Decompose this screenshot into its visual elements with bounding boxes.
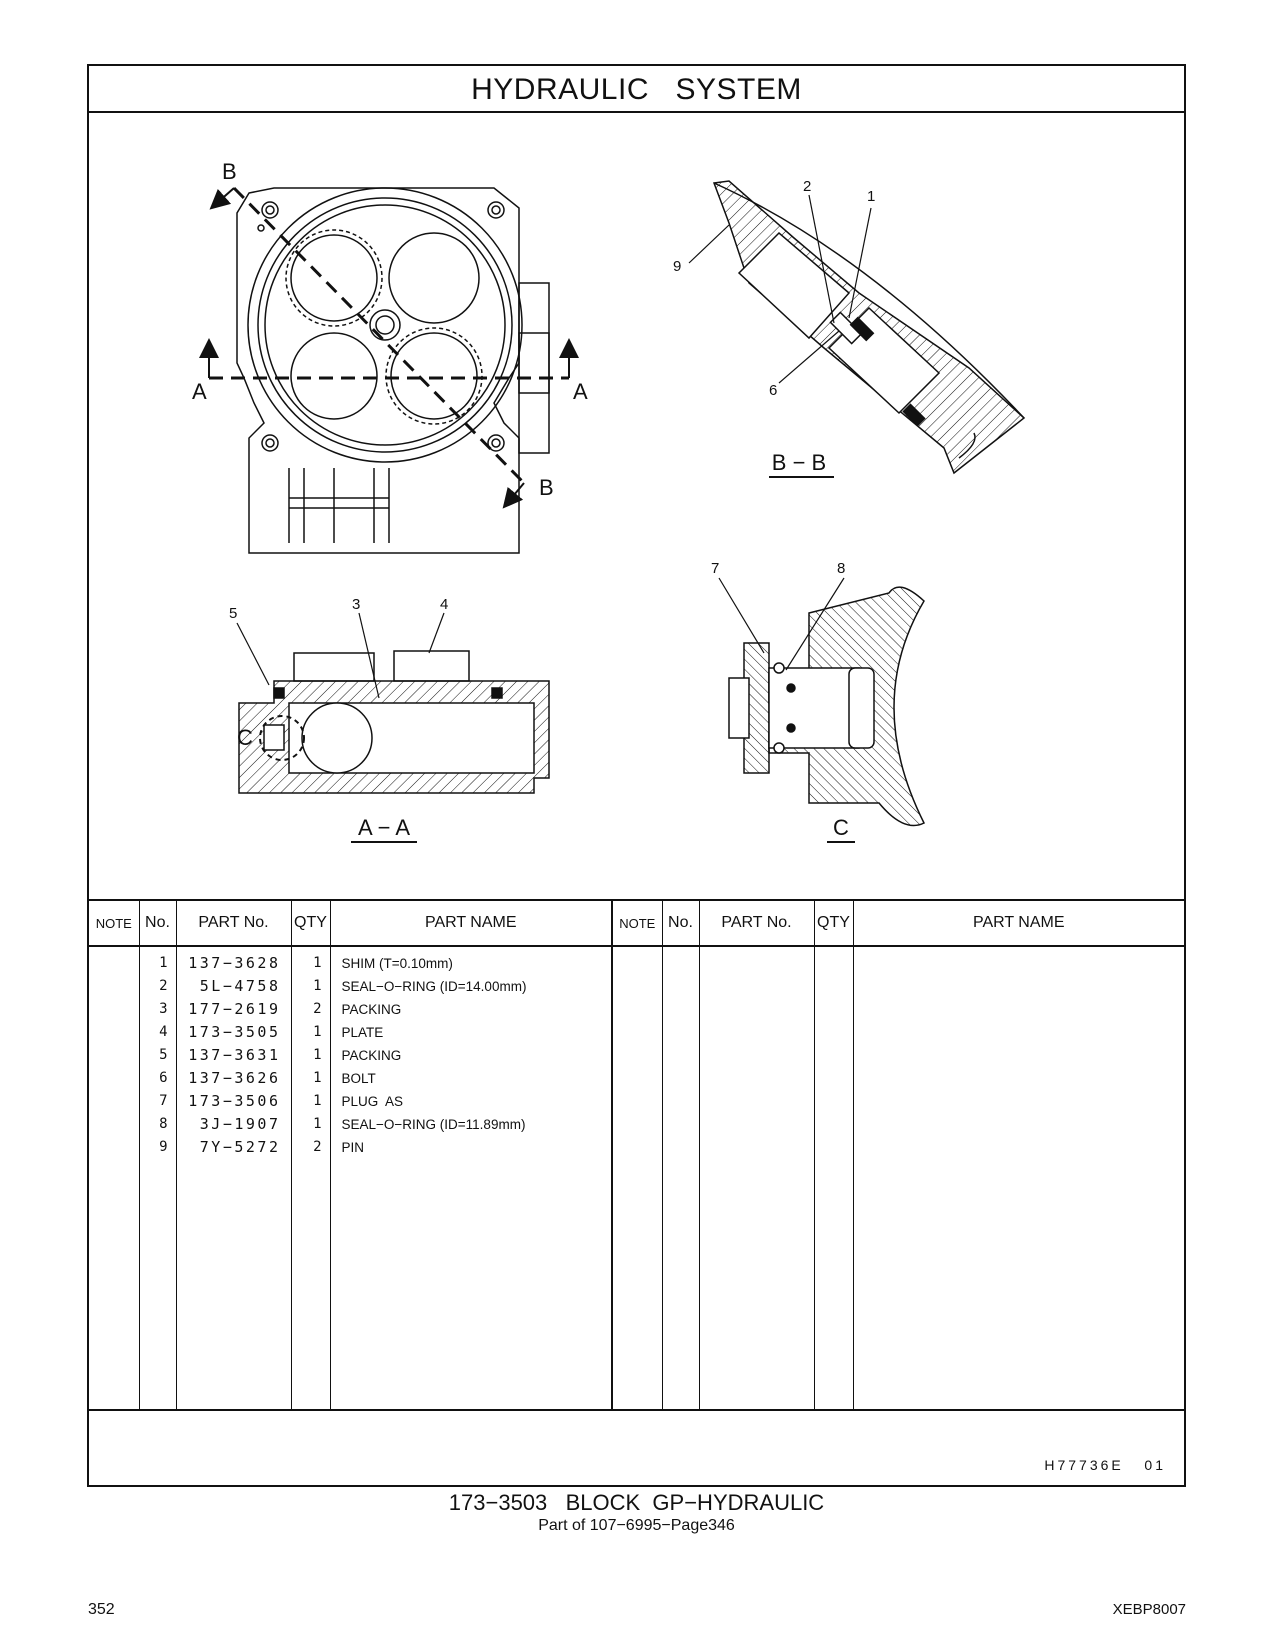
section-mark-b-bottom: B: [539, 475, 554, 500]
section-mark-c: C: [237, 725, 253, 750]
no-column: 1 2 3 4 5 6 7 8 9: [139, 946, 177, 1409]
part-name-column-2: [853, 946, 1184, 1409]
header-part-no-2: PART No.: [699, 901, 815, 947]
section-b-b-view: [688, 180, 1026, 475]
callout-9: 9: [673, 258, 681, 275]
item-no: 3: [159, 1001, 168, 1017]
page-title: HYDRAULIC SYSTEM: [89, 66, 1184, 113]
section-a-a-view: [236, 612, 550, 794]
part-number: 5L−4758: [199, 977, 281, 995]
item-no: 1: [159, 955, 168, 971]
part-name: SHIM (T=0.10mm): [341, 956, 453, 971]
item-no: 6: [159, 1070, 168, 1086]
part-name-column: SHIM (T=0.10mm) SEAL−O−RING (ID=14.00mm)…: [330, 946, 613, 1409]
qty-column: 1 1 2 1 1 1 1 1 2: [291, 946, 331, 1409]
assembly-subtitle: Part of 107−6995−Page346: [538, 1517, 735, 1534]
item-no: 5: [159, 1047, 168, 1063]
header-qty-2: QTY: [814, 901, 854, 947]
section-mark-b-top: B: [222, 159, 237, 184]
drawing-reference: H77736E 01: [1044, 1457, 1166, 1473]
callout-3: 3: [352, 596, 360, 613]
table-header: NOTE No. PART No. QTY PART NAME NOTE No.…: [89, 901, 1184, 947]
callout-5: 5: [229, 605, 237, 622]
part-name: PACKING: [341, 1002, 402, 1017]
svg-text:C: C: [833, 815, 849, 840]
part-name: PACKING: [341, 1048, 402, 1063]
note-column-2: [612, 946, 663, 1409]
block-front-view: [236, 187, 550, 554]
quantity: 1: [313, 955, 322, 971]
header-note-2: NOTE: [612, 901, 663, 947]
callout-2: 2: [803, 178, 811, 195]
quantity: 2: [313, 1139, 322, 1155]
header-note: NOTE: [89, 901, 140, 947]
header-no-2: No.: [662, 901, 700, 947]
part-number: 137−3628: [188, 954, 281, 972]
part-name: PLUG AS: [341, 1094, 404, 1109]
part-name: PIN: [341, 1140, 365, 1155]
quantity: 2: [313, 1001, 322, 1017]
part-number: 173−3505: [188, 1023, 281, 1041]
quantity: 1: [313, 1116, 322, 1132]
header-part-name: PART NAME: [330, 901, 613, 947]
callout-8: 8: [837, 560, 845, 577]
callout-6: 6: [769, 382, 777, 399]
view-label-c: C: [827, 815, 855, 843]
view-label-b-b: B − B: [769, 450, 834, 478]
section-marks: A A B B: [192, 159, 588, 500]
page-number: 352: [88, 1601, 115, 1618]
section-cut-lines: [199, 186, 579, 509]
part-number: 137−3626: [188, 1069, 281, 1087]
part-no-column-2: [699, 946, 815, 1409]
item-no: 8: [159, 1116, 168, 1132]
callout-1: 1: [867, 188, 875, 205]
callout-7: 7: [711, 560, 719, 577]
callouts-b-b: 1 2 9 6: [673, 178, 875, 399]
header-qty: QTY: [291, 901, 331, 947]
detail-c-view: [718, 577, 926, 827]
parts-page-frame: HYDRAULIC SYSTEM: [87, 64, 1186, 1487]
header-no: No.: [139, 901, 177, 947]
part-no-column: 137−3628 5L−4758 177−2619 173−3505 137−3…: [176, 946, 292, 1409]
view-label-a-a: A − A: [351, 815, 417, 843]
document-code: XEBP8007: [1112, 1601, 1186, 1618]
part-name: BOLT: [341, 1071, 376, 1086]
quantity: 1: [313, 1047, 322, 1063]
section-mark-a-left: A: [192, 379, 207, 404]
note-column: [89, 946, 140, 1409]
assembly-title: 173−3503 BLOCK GP−HYDRAULIC: [448, 1490, 825, 1515]
exploded-drawing: A A B B 1 2: [89, 113, 1184, 899]
part-number: 3J−1907: [199, 1115, 281, 1133]
item-no: 7: [159, 1093, 168, 1109]
item-no: 9: [159, 1139, 168, 1155]
quantity: 1: [313, 1070, 322, 1086]
part-name: SEAL−O−RING (ID=11.89mm): [341, 1117, 526, 1132]
callouts-a-a: 5 3 4: [229, 596, 448, 622]
quantity: 1: [313, 1093, 322, 1109]
qty-column-2: [814, 946, 854, 1409]
part-name: PLATE: [341, 1025, 384, 1040]
quantity: 1: [313, 1024, 322, 1040]
svg-text:B − B: B − B: [772, 450, 826, 475]
part-number: 137−3631: [188, 1046, 281, 1064]
callout-4: 4: [440, 596, 448, 613]
section-mark-a-right: A: [573, 379, 588, 404]
part-name: SEAL−O−RING (ID=14.00mm): [341, 979, 527, 994]
parts-list: NOTE No. PART No. QTY PART NAME NOTE No.…: [89, 899, 1184, 1411]
svg-text:A − A: A − A: [358, 815, 410, 840]
part-number: 177−2619: [188, 1000, 281, 1018]
no-column-2: [662, 946, 700, 1409]
quantity: 1: [313, 978, 322, 994]
part-number: 173−3506: [188, 1092, 281, 1110]
item-no: 2: [159, 978, 168, 994]
header-part-name-2: PART NAME: [853, 901, 1184, 947]
part-number: 7Y−5272: [199, 1138, 281, 1156]
callouts-c: 7 8: [711, 560, 845, 577]
header-part-no: PART No.: [176, 901, 292, 947]
item-no: 4: [159, 1024, 168, 1040]
